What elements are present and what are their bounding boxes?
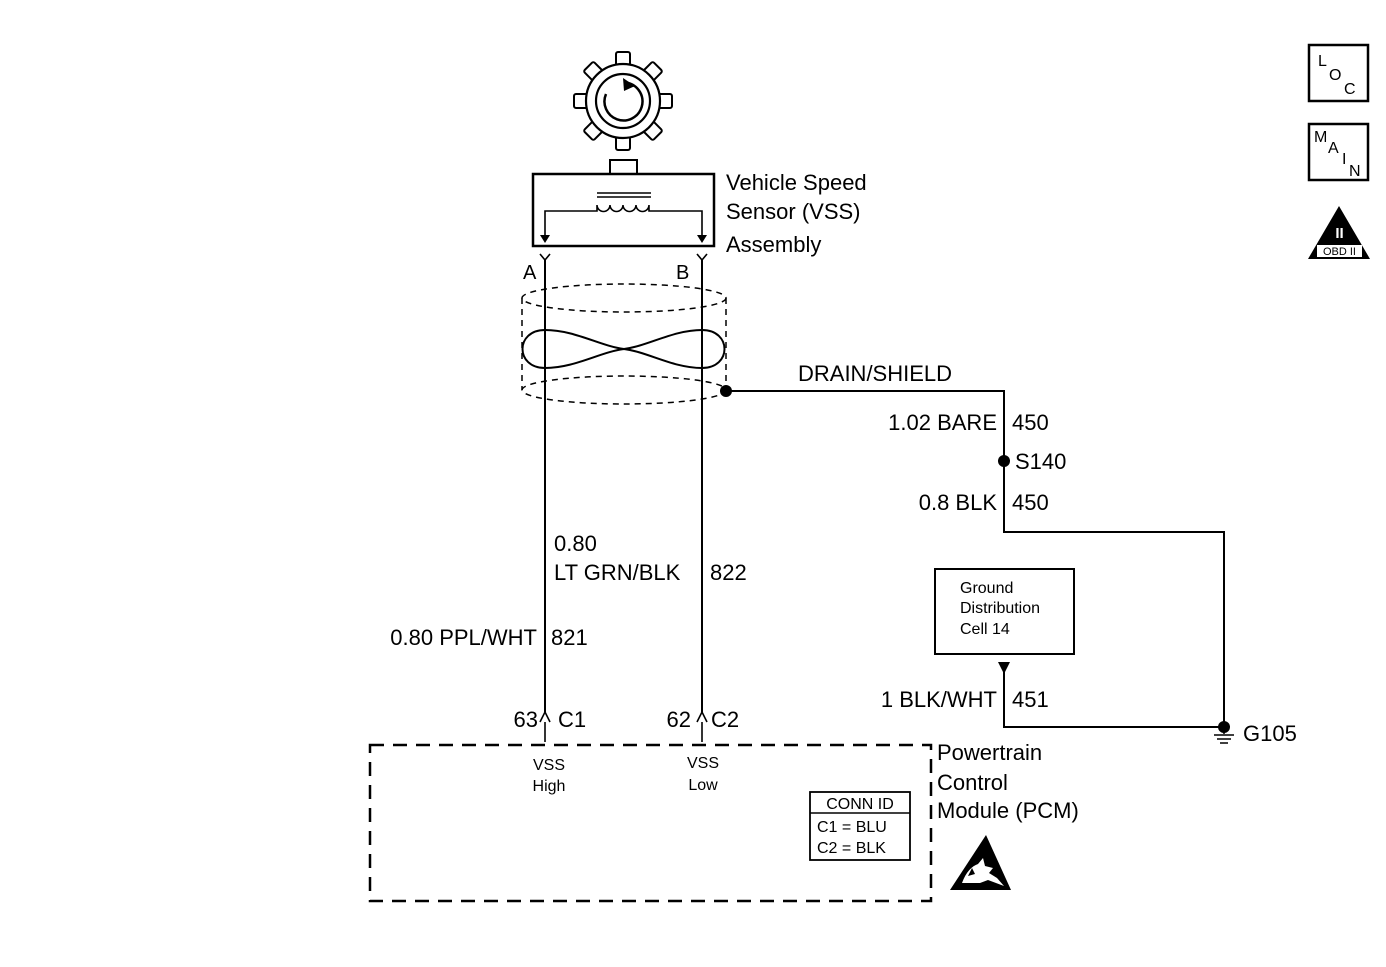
wire-450-lower-circuit: 450 [1012, 490, 1049, 515]
pcm-name-line2: Control [937, 770, 1008, 795]
ground-distribution-line1: Ground [960, 580, 1013, 597]
wire-822-gauge-line2: LT GRN/BLK [554, 560, 681, 585]
main-icon-letter-3: I [1342, 151, 1346, 168]
vss-sensor-body [531, 159, 716, 248]
pcm-module-box[interactable] [368, 743, 933, 903]
terminal-a-label: A [523, 262, 537, 284]
wire-821-gauge: 0.80 PPL/WHT [390, 625, 537, 650]
pcm-input-vss-low-line1: VSS [687, 755, 719, 772]
obd-ii-icon[interactable]: OBD II II [1308, 206, 1370, 259]
wire-822-circuit: 822 [710, 560, 747, 585]
conn-id-row-c1: C1 = BLU [817, 819, 887, 836]
loc-icon-letter-1: L [1318, 53, 1327, 70]
conn-id-table: CONN ID C1 = BLU C2 = BLK [809, 791, 911, 861]
splice-s140 [998, 455, 1010, 467]
conn-id-title: CONN ID [826, 796, 894, 813]
pcm-input-vss-high-line2: High [533, 778, 566, 795]
ground-g105-icon [1214, 721, 1234, 744]
vss-name-line2: Sensor (VSS) [726, 199, 861, 224]
pcm-c2-connector-icon [696, 710, 708, 723]
pcm-pin-62: 62 [667, 707, 691, 732]
pcm-name-line1: Powertrain [937, 740, 1042, 765]
pcm-connector-c1-label: C1 [558, 707, 586, 732]
terminal-b-label: B [676, 262, 689, 284]
terminal-a-connector-icon [539, 253, 551, 262]
wire-450-lower-gauge: 0.8 BLK [919, 490, 998, 515]
wire-451-circuit: 451 [1012, 687, 1049, 712]
ground-distribution-line3: Cell 14 [960, 621, 1010, 638]
splice-s140-label: S140 [1015, 449, 1066, 474]
terminal-b-connector-icon [696, 253, 708, 262]
pcm-input-vss-low-line2: Low [688, 777, 718, 794]
obd-ii-caption: OBD II [1323, 246, 1356, 258]
main-icon[interactable]: M A I N [1307, 122, 1370, 182]
ground-g105-label: G105 [1243, 721, 1297, 746]
obd-ii-roman: II [1335, 225, 1343, 242]
loc-icon[interactable]: L O C [1307, 43, 1370, 103]
loc-icon-letter-2: O [1329, 67, 1341, 84]
pcm-connector-c2-label: C2 [711, 707, 739, 732]
pcm-pin-63: 63 [514, 707, 538, 732]
vss-name-line1: Vehicle Speed [726, 170, 867, 195]
main-icon-letter-2: A [1328, 140, 1339, 157]
main-icon-letter-4: N [1349, 163, 1361, 180]
wire-451-ground [1003, 672, 1224, 728]
wire-450-upper-gauge: 1.02 BARE [888, 410, 997, 435]
wire-821-circuit: 821 [551, 625, 588, 650]
ground-ref-arrow-icon [998, 662, 1010, 674]
ground-distribution-line2: Distribution [960, 600, 1040, 617]
wire-822-gauge-line1: 0.80 [554, 531, 597, 556]
pcm-input-vss-high-line1: VSS [533, 757, 565, 774]
wire-450-drain [726, 390, 1225, 727]
vss-name-line3: Assembly [726, 232, 821, 257]
loc-icon-letter-3: C [1344, 81, 1356, 98]
twisted-pair-shield [521, 283, 727, 405]
conn-id-row-c2: C2 = BLK [817, 840, 886, 857]
wire-450-upper-circuit: 450 [1012, 410, 1049, 435]
reluctor-wheel-icon [573, 51, 673, 151]
esd-warning-icon [950, 835, 1011, 890]
main-icon-letter-1: M [1314, 129, 1327, 146]
drain-shield-label: DRAIN/SHIELD [798, 361, 952, 386]
pcm-c1-connector-icon [539, 710, 551, 723]
pcm-name-line3: Module (PCM) [937, 798, 1079, 823]
wire-451-gauge: 1 BLK/WHT [881, 687, 997, 712]
ground-distribution-reference-box[interactable] [934, 568, 1075, 655]
